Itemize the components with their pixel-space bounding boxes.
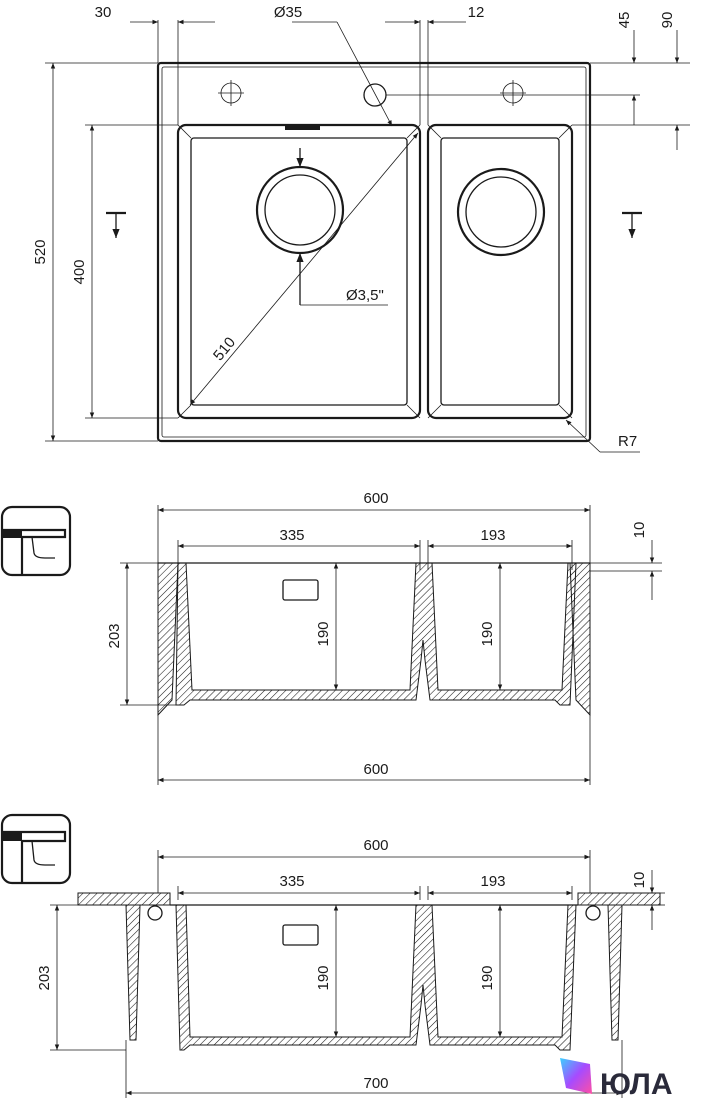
dim-45: 45 [616,12,633,29]
dim-radius: R7 [618,433,637,450]
section-dim-190-left: 190 [315,621,332,646]
faucet-hole-left [218,80,244,106]
installed-dim-600: 600 [363,837,388,854]
detail-icon-top-mount [0,505,72,577]
section-marker-left [106,211,126,238]
installed-dim-10: 10 [631,872,648,889]
top-view: 30 Ø35 12 45 90 520 400 [32,4,690,453]
section-dim-600: 600 [363,490,388,507]
detail-icon-flush-mount [0,813,72,885]
yula-logo-mark [560,1058,592,1094]
dim-520: 520 [32,239,49,264]
section-marker-right [622,211,642,238]
right-bowl [426,123,574,420]
section-dim-193: 193 [480,527,505,544]
section-dim-203: 203 [106,623,123,648]
mount-clip-left [147,905,163,921]
right-drain [456,167,546,257]
installed-dim-190-left: 190 [315,965,332,990]
section-dim-190-right: 190 [479,621,496,646]
installed-dim-203: 203 [36,965,53,990]
countertop-right [577,892,661,906]
dim-30: 30 [95,4,112,21]
installed-dim-190-right: 190 [479,965,496,990]
section-dim-10: 10 [631,522,648,539]
dim-hole-diameter: Ø35 [274,4,302,21]
installed-dim-700: 700 [363,1075,388,1092]
sink-outline [156,61,592,443]
section-overflow-slot [282,579,319,601]
yula-logo-text: ЮЛА [600,1068,673,1100]
dim-400: 400 [71,259,88,284]
dim-90: 90 [659,12,676,29]
installed-dim-335: 335 [279,873,304,890]
section-dim-600-bottom: 600 [363,761,388,778]
left-bowl [176,123,422,420]
installed-view: 600 335 193 10 [0,813,665,1098]
left-drain [255,165,345,255]
yula-logo: ЮЛА [560,1058,673,1100]
installed-overflow-slot [282,924,319,946]
section-view: 600 335 193 10 203 190 [0,490,662,785]
countertop-left [77,892,171,906]
mount-clip-right [585,905,601,921]
faucet-hole-center [363,83,387,107]
faucet-hole-right [500,80,526,106]
section-dim-335: 335 [279,527,304,544]
dim-12: 12 [468,4,485,21]
dim-510: 510 [210,334,239,364]
dim-drain: Ø3,5" [346,287,384,304]
installed-dim-193: 193 [480,873,505,890]
